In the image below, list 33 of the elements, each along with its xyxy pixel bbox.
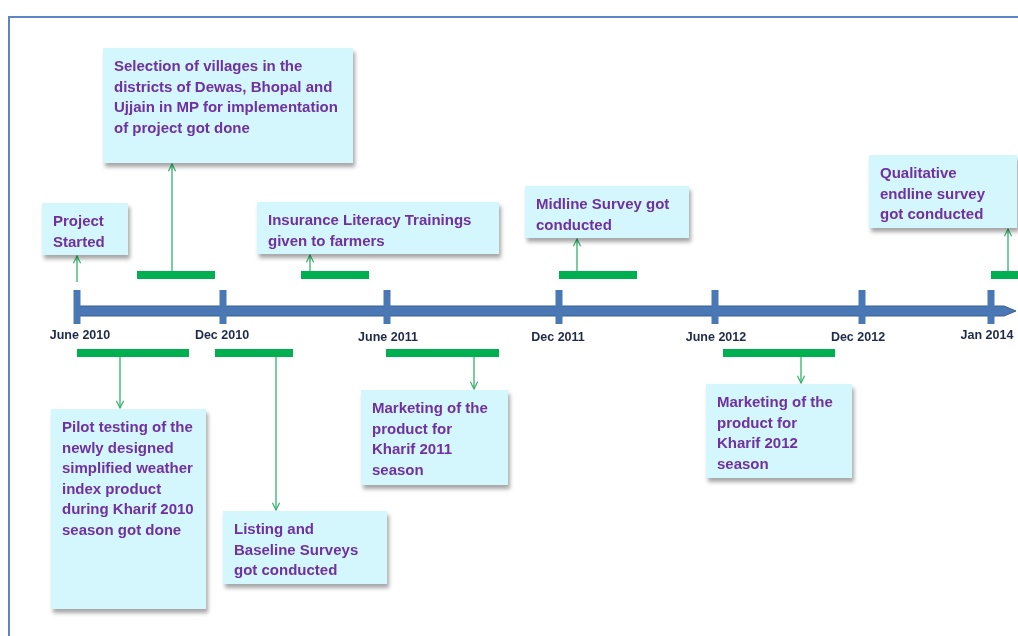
arrow [271,356,281,511]
event-box: Listing and Baseline Surveys got conducted [223,511,387,584]
arrow [167,163,177,272]
arrow [1003,228,1013,272]
date-label: Dec 2012 [830,330,886,344]
period-bar [559,271,637,279]
period-bar [991,271,1018,279]
period-bar [215,349,293,357]
date-label: June 2011 [358,330,418,344]
event-box: Insurance Literacy Trainings given to farmers [257,202,499,254]
arrow [72,255,82,283]
date-label: June 2012 [685,330,747,344]
arrow [796,356,806,384]
event-box: Project Started [42,203,128,255]
arrow [572,238,582,272]
period-bar [137,271,215,279]
event-box: Qualitative endline survey got conducted [869,155,1017,228]
date-label: June 2010 [49,328,111,342]
event-box: Pilot testing of the newly designed simplified weather index product during Kharif 2010 season got done [51,409,206,609]
event-box: Midline Survey got conducted [525,186,689,238]
period-bar [301,271,369,279]
arrow [305,254,315,272]
date-label: Dec 2011 [531,330,585,344]
arrow [115,356,125,409]
date-label: Jan 2014 [960,328,1014,342]
date-label: Dec 2010 [194,328,250,342]
arrow [469,356,479,390]
event-box: Marketing of the product for Kharif 2011 season [361,390,508,485]
period-bar [723,349,835,357]
event-box: Marketing of the product for Kharif 2012 season [706,384,852,478]
period-bar [386,349,499,357]
event-box: Selection of villages in the districts of Dewas, Bhopal and Ujjain in MP for implementation of project got done [103,48,353,163]
period-bar [77,349,189,357]
